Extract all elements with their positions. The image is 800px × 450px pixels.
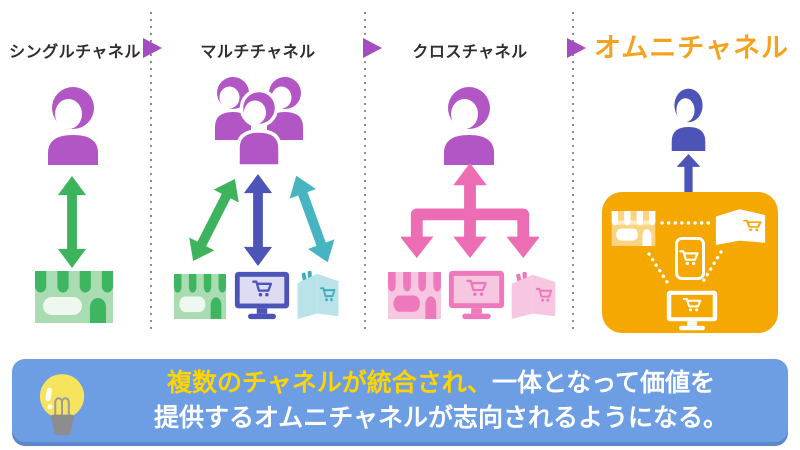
summary-highlight: 複数のチャネルが統合され、 (166, 369, 492, 397)
two-way-arrow-icon (56, 176, 88, 268)
stage-label-cross-channel: クロスチャネル (412, 44, 528, 61)
customer-icon (434, 85, 504, 165)
online-shop-monitor-icon (666, 290, 718, 331)
two-way-arrow-icon (281, 170, 343, 267)
summary-text: 複数のチャネルが統合され、一体となって価値を 提供するオムニチャネルが志向される… (108, 366, 774, 436)
progress-arrow-icon (363, 38, 382, 58)
store-icon (32, 271, 116, 323)
progress-arrow-icon (143, 38, 162, 58)
summary-banner: 複数のチャネルが統合され、一体となって価値を 提供するオムニチャネルが志向される… (12, 359, 788, 442)
summary-line-2: 提供するオムニチャネルが志向されるようになる。 (153, 404, 728, 432)
catalog-icon (510, 272, 557, 319)
two-way-arrow-icon (179, 172, 249, 269)
divider-line (150, 12, 152, 334)
catalog-icon (296, 271, 340, 319)
progress-arrow-icon (567, 38, 586, 58)
divider-line (572, 12, 574, 334)
smartphone-icon (675, 237, 705, 280)
stage-label-multi-channel: マルチチャネル (200, 44, 316, 61)
two-way-arrow-icon (242, 174, 274, 266)
divider-line (364, 12, 366, 334)
store-icon (610, 211, 657, 246)
omni-channel-box (602, 192, 778, 333)
branching-arrow-icon (401, 163, 539, 258)
customer-group-icon (209, 76, 309, 166)
connection-dotted-lines (602, 192, 778, 333)
online-shop-monitor-icon (234, 271, 290, 320)
stage-label-single-channel: シングルチャネル (9, 44, 141, 61)
summary-line-1: 複数のチャネルが統合され、一体となって価値を (166, 369, 716, 397)
online-shop-monitor-icon (448, 270, 505, 320)
catalog-icon (714, 207, 767, 245)
stage-label-omni-channel: オムニチャネル (594, 33, 789, 63)
lightbulb-icon (36, 371, 90, 437)
customer-icon (665, 87, 712, 151)
customer-icon (38, 85, 108, 165)
store-icon (172, 274, 228, 319)
store-icon (386, 272, 443, 319)
